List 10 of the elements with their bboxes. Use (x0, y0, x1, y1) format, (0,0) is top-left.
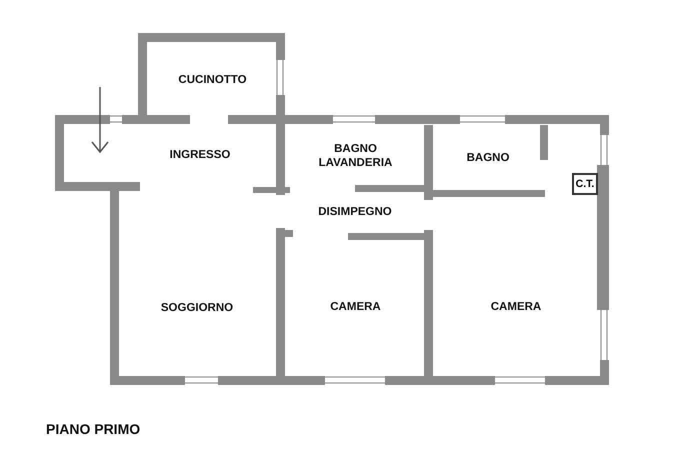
plan-title: PIANO PRIMO (46, 421, 140, 437)
room-label: CUCINOTTO (178, 73, 247, 87)
room-label: BAGNO LAVANDERIA (318, 142, 394, 170)
room-label: INGRESSO (170, 148, 230, 162)
room-label: DISIMPEGNO (318, 205, 392, 219)
utility-room-box: C.T. (572, 173, 598, 195)
room-label: CAMERA (330, 300, 381, 314)
room-label: CAMERA (490, 300, 542, 314)
room-label: BAGNO (466, 151, 510, 165)
room-label: SOGGIORNO (160, 300, 234, 314)
